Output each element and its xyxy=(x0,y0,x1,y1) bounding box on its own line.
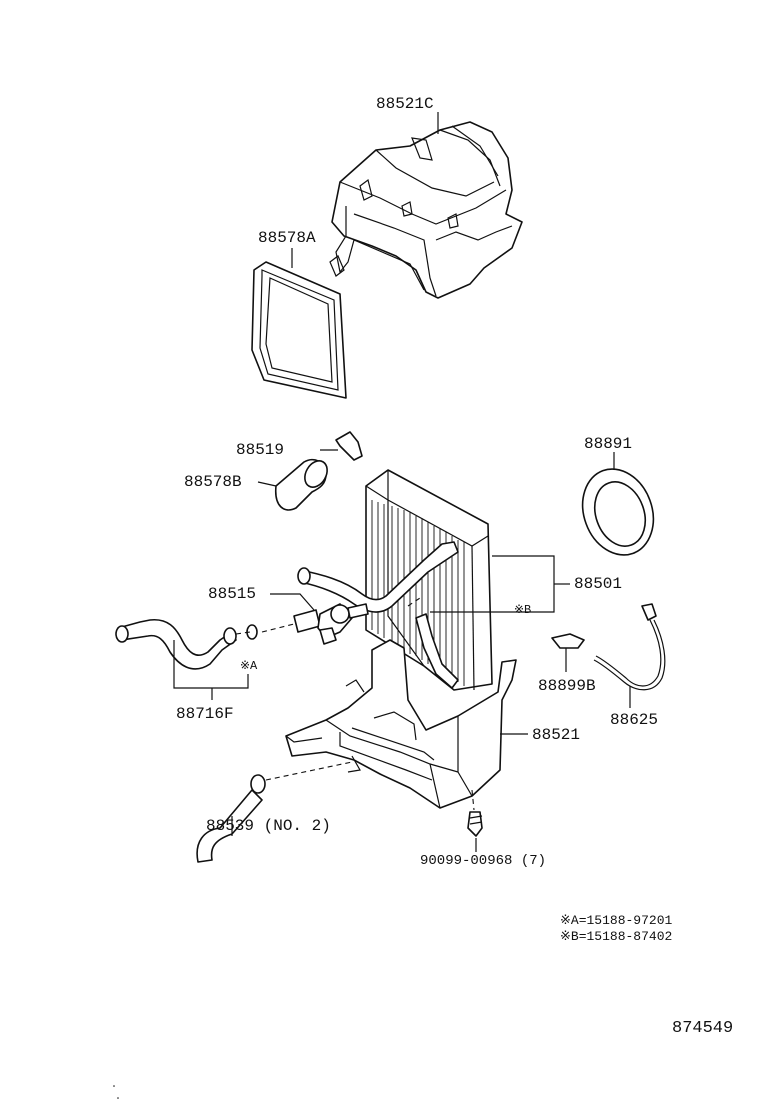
label-88891: 88891 xyxy=(584,435,633,453)
evaporator-part xyxy=(297,469,493,691)
label-88521: 88521 xyxy=(532,726,581,744)
label-90099-00968: 90099-00968 (7) xyxy=(420,853,547,869)
expansion-valve-part xyxy=(293,603,369,645)
drain-hose-part xyxy=(196,774,266,863)
label-88578b: 88578B xyxy=(184,473,242,491)
note-b: ※B=15188-87402 xyxy=(560,929,673,944)
assembly-lines xyxy=(235,597,475,811)
label-88501: 88501 xyxy=(574,575,623,593)
label-88521c: 88521C xyxy=(376,95,434,113)
marker-b: ※B xyxy=(514,603,532,617)
illustration-number: 874549 xyxy=(672,1019,734,1038)
hose-assembly-part xyxy=(115,618,258,670)
leader-lines xyxy=(173,112,631,852)
label-88539: 88539 (NO. 2) xyxy=(206,817,331,835)
clamp-part xyxy=(551,633,585,649)
upper-case-part xyxy=(329,121,523,299)
seal-square-part xyxy=(251,261,347,399)
lower-case-part xyxy=(285,639,517,809)
thermistor-part xyxy=(593,603,666,691)
clip-part xyxy=(335,431,363,461)
label-88519: 88519 xyxy=(236,441,285,459)
label-88578a: 88578A xyxy=(258,229,316,247)
marker-a: ※A xyxy=(240,659,258,673)
seal-ring-part xyxy=(581,468,655,556)
label-88716f: 88716F xyxy=(176,705,234,723)
screw-part xyxy=(467,811,483,837)
note-a: ※A=15188-97201 xyxy=(560,913,673,928)
label-88515: 88515 xyxy=(208,585,257,603)
label-88899b: 88899B xyxy=(538,677,596,695)
label-88625: 88625 xyxy=(610,711,659,729)
seal-tube-part xyxy=(274,458,328,511)
